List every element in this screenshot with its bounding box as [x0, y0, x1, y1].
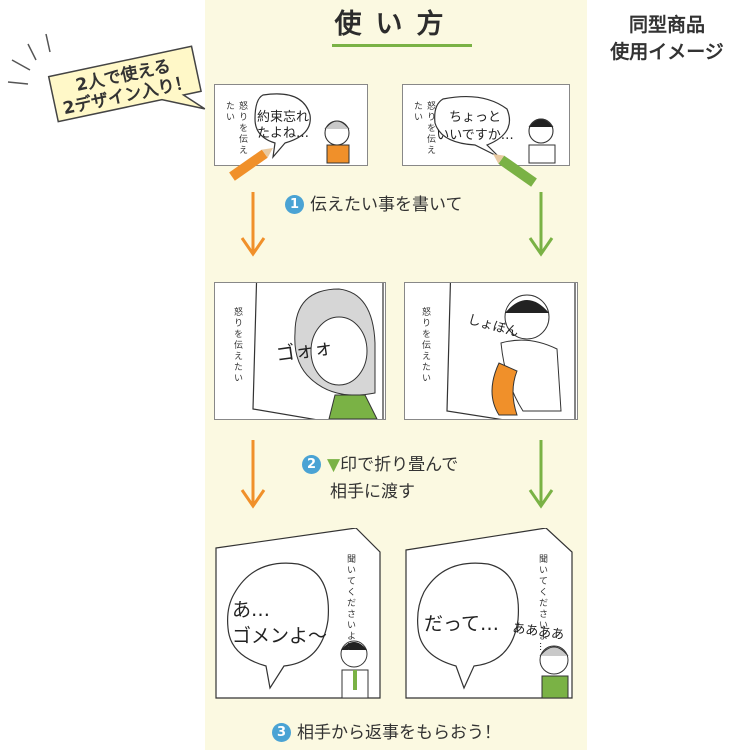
- step-2-line-1: 印で折り畳んで: [340, 455, 459, 475]
- card-mid-left-art: ゴォォ: [252, 283, 384, 419]
- card-top-left-art: 約束忘れ たよね…: [254, 93, 350, 164]
- card-bottom-left: あ… ゴメンよ～ 聞いてくださいよ…: [214, 528, 384, 700]
- step-1: 1 伝えたい事を書いて: [285, 190, 463, 215]
- step-2: 2 ▼印で折り畳んで 相手に渡す: [302, 452, 458, 506]
- orange-pencil-icon: [229, 147, 273, 181]
- green-pencil-icon: [493, 153, 537, 187]
- step-2-number: 2: [302, 455, 321, 474]
- card-header-text: 怒りを伝えたい: [224, 101, 247, 156]
- card-mid-left: 怒りを伝えたい ゴォォ: [214, 282, 386, 420]
- bottom-vert-text: 聞いてくださいよ…: [537, 554, 547, 653]
- card-mid-right: 怒りを伝えたい しょぼん: [404, 282, 578, 420]
- bottom-left-bubble-line-2: ゴメンよ～: [232, 625, 327, 647]
- top-left-bubble-line-2: たよね…: [257, 126, 309, 141]
- side-note-line-2: 使用イメージ: [610, 41, 724, 63]
- bottom-right-sfx: ああああ: [511, 621, 565, 643]
- top-left-bubble-line-1: 約束忘れ: [257, 110, 309, 125]
- two-design-badge: 2人で使える 2デザイン入り！: [47, 45, 206, 123]
- bottom-left-bubble-line-1: あ…: [232, 599, 270, 621]
- card-top-right-art: ちょっと いいですか…: [434, 95, 556, 164]
- bottom-right-bubble: だって…: [424, 613, 499, 635]
- green-arrow-down-icon: [528, 440, 554, 509]
- title-underline: [332, 44, 472, 47]
- top-right-bubble-line-2: いいですか…: [436, 128, 514, 143]
- card-bottom-left-art: あ… ゴメンよ～: [215, 528, 381, 699]
- step-3-text: 相手から返事をもらおう！: [297, 723, 501, 743]
- card-header-text: 怒りを伝えたい: [412, 101, 435, 156]
- card-top-right: 怒りを伝えたい ちょっと いいですか…: [402, 84, 570, 166]
- orange-arrow-down-icon: [240, 440, 266, 509]
- card-bottom-right-art: だって… ああああ: [405, 528, 573, 699]
- side-note: 同型商品 使用イメージ: [592, 12, 742, 66]
- step-3: 3 相手から返事をもらおう！: [272, 718, 501, 743]
- orange-arrow-down-icon: [240, 192, 266, 257]
- page-title: 使い方: [334, 9, 458, 40]
- bottom-vert-text: 聞いてくださいよ…: [345, 554, 355, 653]
- step-2-line-2: 相手に渡す: [330, 482, 415, 502]
- card-header-text: 怒りを伝えたい: [232, 307, 242, 384]
- green-arrow-down-icon: [528, 192, 554, 257]
- emphasis-lines: [7, 33, 51, 85]
- card-bottom-right: だって… ああああ 聞いてくださいよ…: [404, 528, 576, 700]
- step-1-text: 伝えたい事を書いて: [310, 195, 463, 215]
- fold-marker-icon: ▼: [327, 455, 341, 475]
- step-1-number: 1: [285, 195, 304, 214]
- card-top-left: 怒りを伝えたい 約束忘れ たよね…: [214, 84, 368, 166]
- card-header-text: 怒りを伝えたい: [420, 307, 430, 384]
- card-mid-right-art: しょぼん: [446, 283, 576, 419]
- step-3-number: 3: [272, 723, 291, 742]
- side-note-line-1: 同型商品: [628, 14, 705, 36]
- top-right-bubble-line-1: ちょっと: [449, 110, 501, 125]
